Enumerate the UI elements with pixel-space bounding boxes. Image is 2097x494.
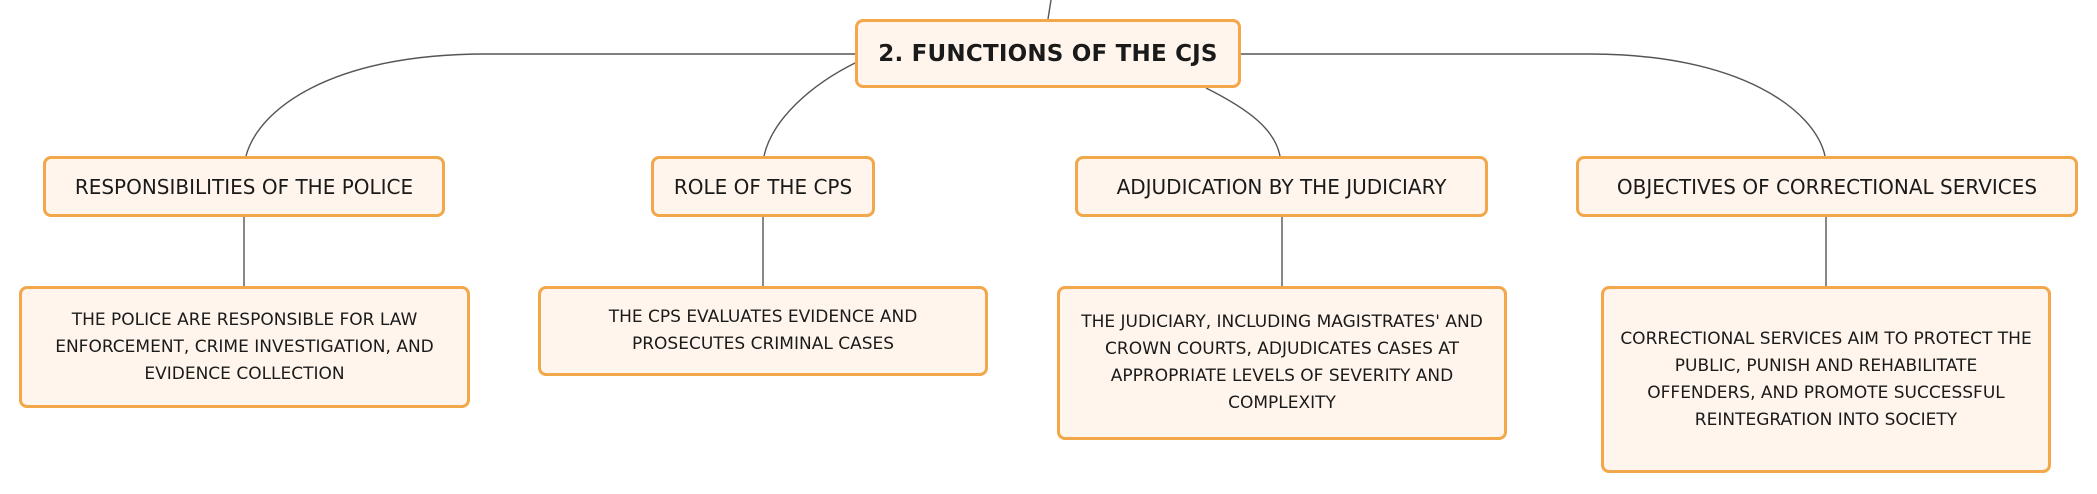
detail-judiciary[interactable]: THE JUDICIARY, INCLUDING MAGISTRATES' AN… [1057,286,1507,440]
detail-police-text: THE POLICE ARE RESPONSIBLE FOR LAW ENFOR… [55,309,434,384]
detail-cps[interactable]: THE CPS EVALUATES EVIDENCE AND PROSECUTE… [538,286,988,376]
branch-judiciary[interactable]: ADJUDICATION BY THE JUDICIARY [1075,156,1488,217]
connector-correctional [1241,53,1826,157]
branch-judiciary-label: ADJUDICATION BY THE JUDICIARY [1116,174,1447,199]
connector-police [245,53,855,157]
branch-cps[interactable]: ROLE OF THE CPS [651,156,875,217]
branch-correctional[interactable]: OBJECTIVES OF CORRECTIONAL SERVICES [1576,156,2078,217]
parent-connector [1047,0,1052,20]
root-topic-label: 2. FUNCTIONS OF THE CJS [878,40,1218,67]
detail-correctional[interactable]: CORRECTIONAL SERVICES AIM TO PROTECT THE… [1601,286,2051,473]
detail-correctional-text: CORRECTIONAL SERVICES AIM TO PROTECT THE… [1620,328,2032,430]
connector-cps [763,61,858,157]
branch-police-label: RESPONSIBILITIES OF THE POLICE [74,174,414,199]
detail-cps-text: THE CPS EVALUATES EVIDENCE AND PROSECUTE… [608,307,918,354]
detail-judiciary-text: THE JUDICIARY, INCLUDING MAGISTRATES' AN… [1081,312,1483,413]
branch-police[interactable]: RESPONSIBILITIES OF THE POLICE [43,156,445,217]
detail-police[interactable]: THE POLICE ARE RESPONSIBLE FOR LAW ENFOR… [19,286,470,408]
root-topic[interactable]: 2. FUNCTIONS OF THE CJS [855,19,1241,88]
branch-cps-label: ROLE OF THE CPS [673,174,853,199]
connector-judiciary [1205,87,1281,157]
branch-correctional-label: OBJECTIVES OF CORRECTIONAL SERVICES [1616,174,2038,199]
